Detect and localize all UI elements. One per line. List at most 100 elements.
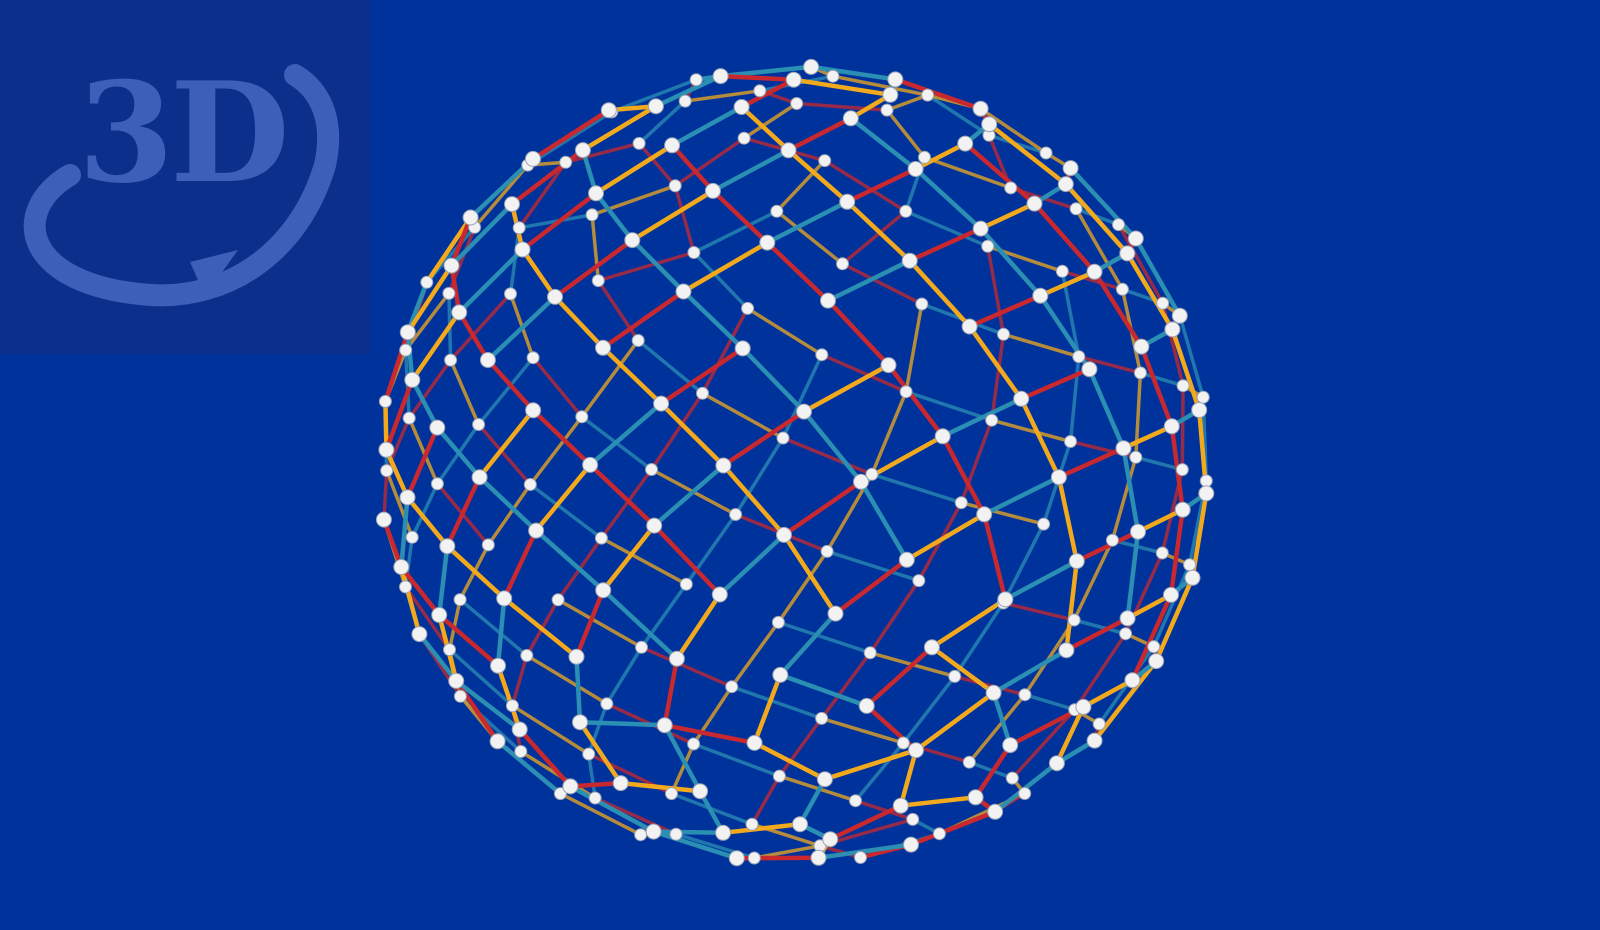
- model-edge: [1130, 592, 1174, 683]
- model-edge: [1018, 396, 1062, 480]
- model-edge: [407, 416, 440, 486]
- model-node: [728, 850, 745, 867]
- model-node: [442, 286, 456, 300]
- model-node: [957, 135, 974, 152]
- model-node: [1130, 523, 1146, 540]
- model-edge: [410, 377, 440, 430]
- model-edge: [786, 148, 850, 205]
- model-node: [380, 464, 394, 478]
- model-node: [849, 794, 862, 808]
- model-edge: [476, 422, 533, 487]
- model-node: [725, 680, 739, 694]
- model-node: [511, 721, 528, 738]
- model-edge: [593, 796, 678, 836]
- model-node: [378, 441, 395, 458]
- model-node: [915, 297, 929, 311]
- model-node: [770, 204, 784, 218]
- model-node: [632, 136, 646, 150]
- model-edge: [819, 651, 872, 721]
- model-edge: [765, 199, 850, 245]
- model-edge: [893, 77, 983, 111]
- model-node: [443, 257, 460, 274]
- model-edge: [384, 377, 415, 453]
- model-edge: [599, 536, 689, 586]
- model-edge: [596, 278, 640, 343]
- model-edge: [718, 73, 796, 82]
- model-edge: [692, 250, 750, 311]
- model-edge: [501, 596, 579, 659]
- model-edge: [1125, 529, 1141, 621]
- model-node: [1119, 245, 1136, 262]
- model-edge: [739, 104, 791, 153]
- model-edge: [801, 362, 891, 414]
- model-edge: [472, 163, 530, 230]
- model-node: [967, 789, 984, 806]
- model-node: [624, 232, 641, 249]
- model-edge: [485, 294, 558, 363]
- model-node: [523, 478, 537, 491]
- model-edge: [580, 338, 640, 419]
- model-edge: [1023, 692, 1077, 712]
- model-edge: [794, 101, 889, 112]
- model-node: [712, 68, 729, 85]
- model-node: [582, 747, 596, 761]
- model-node: [528, 522, 545, 539]
- model-node: [704, 182, 721, 199]
- 3d-badge[interactable]: 3D: [0, 0, 370, 354]
- model-edge: [520, 247, 558, 300]
- model-node: [588, 185, 604, 202]
- model-node: [562, 778, 579, 795]
- model-node: [1199, 474, 1213, 488]
- model-node: [687, 246, 701, 259]
- model-edge: [577, 719, 623, 786]
- model-edge: [445, 474, 482, 549]
- model-node: [1191, 402, 1208, 418]
- model-edge: [649, 391, 705, 472]
- model-edge: [485, 357, 536, 413]
- model-node: [646, 517, 663, 534]
- model-node: [526, 351, 540, 365]
- model-node: [796, 403, 812, 420]
- model-node: [595, 339, 611, 356]
- model-node: [645, 463, 658, 476]
- model-edge: [590, 213, 601, 283]
- model-edge: [605, 645, 644, 706]
- model-edge: [435, 425, 482, 480]
- model-edge: [691, 742, 782, 778]
- model-node: [1133, 338, 1150, 355]
- model-node: [444, 353, 458, 367]
- model-node: [820, 544, 834, 558]
- model-node: [746, 734, 763, 751]
- model-edge: [739, 77, 796, 110]
- model-edge: [991, 690, 1013, 748]
- model-node: [1163, 418, 1180, 435]
- model-node: [696, 386, 709, 400]
- model-node: [612, 775, 629, 792]
- model-node: [551, 593, 565, 607]
- model-edge: [721, 409, 807, 468]
- model-edge: [985, 244, 1006, 337]
- model-node: [822, 831, 839, 848]
- model-edge: [907, 258, 972, 329]
- model-edge: [673, 136, 746, 188]
- model-edge: [673, 184, 696, 255]
- model-edge: [1018, 366, 1092, 402]
- model-node: [1198, 485, 1215, 502]
- model-node: [1048, 755, 1065, 772]
- model-edge: [1074, 529, 1141, 564]
- model-edge: [436, 543, 450, 618]
- model-edge: [495, 663, 522, 732]
- model-edge: [742, 101, 799, 140]
- model-node: [582, 456, 599, 473]
- model-node: [1026, 195, 1043, 212]
- model-node: [1055, 264, 1069, 278]
- model-node: [772, 666, 789, 683]
- model-edge: [424, 215, 473, 285]
- model-node: [815, 348, 829, 362]
- model-edge: [510, 703, 591, 756]
- model-edge: [962, 141, 1037, 206]
- model-node: [803, 58, 820, 75]
- model-node: [572, 714, 588, 731]
